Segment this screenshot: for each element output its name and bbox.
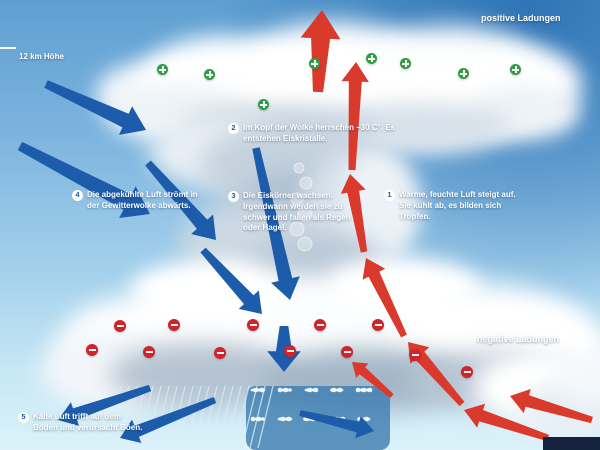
cloud-blob	[560, 350, 600, 400]
minus-icon	[247, 319, 259, 331]
plus-icon	[510, 64, 521, 75]
minus-icon	[86, 344, 98, 356]
plus-icon	[258, 99, 269, 110]
minus-icon	[341, 346, 353, 358]
cold-air-arrow	[44, 80, 146, 135]
annotation-text: Im Kopf der Wolke herrschen –30 C°. Es e…	[243, 123, 395, 143]
minus-icon	[114, 320, 126, 332]
cloud-blob	[330, 258, 480, 314]
plus-icon	[400, 58, 411, 69]
warm-air-arrow	[362, 258, 407, 338]
annotation-ice-grains: 3 Die Eiskörner wachsen. Irgendwann werd…	[228, 191, 364, 234]
cold-air-arrow	[252, 147, 300, 300]
minus-icon	[314, 319, 326, 331]
warm-air-arrow	[352, 362, 394, 398]
annotation-number: 2	[228, 123, 239, 134]
minus-icon	[409, 349, 421, 361]
annotation-text: Warme, feuchte Luft steigt auf. Sie kühl…	[399, 190, 516, 221]
warm-air-arrow	[341, 62, 369, 171]
cold-air-arrow	[200, 247, 262, 314]
plus-icon	[204, 69, 215, 80]
warm-air-arrow	[464, 403, 549, 442]
warm-air-arrow	[300, 10, 341, 93]
cold-air-arrow	[58, 384, 152, 426]
annotation-downdraft: 4 Die abgekühlte Luft strömt in der Gewi…	[72, 190, 198, 212]
minus-icon	[372, 319, 384, 331]
plus-icon	[366, 53, 377, 64]
annotation-warm-air: 1 Warme, feuchte Luft steigt auf. Sie kü…	[384, 190, 526, 222]
warm-air-arrow	[408, 342, 465, 407]
annotation-number: 5	[18, 412, 29, 423]
cold-air-arrow	[145, 160, 216, 240]
altitude-label: 12 km Höhe	[19, 52, 64, 61]
negative-charges-label: negative Ladungen	[477, 334, 560, 344]
annotation-text: Die abgekühlte Luft strömt in der Gewitt…	[87, 190, 198, 210]
minus-icon	[284, 345, 296, 357]
cold-air-arrow	[17, 141, 151, 218]
annotation-text: Die Eiskörner wachsen. Irgendwann werden…	[243, 191, 351, 233]
minus-icon	[143, 346, 155, 358]
cold-air-arrow	[299, 410, 374, 439]
annotation-number: 3	[228, 191, 239, 202]
positive-charges-label: positive Ladungen	[481, 13, 561, 23]
annotation-number: 1	[384, 190, 395, 201]
plus-icon	[309, 58, 320, 69]
minus-icon	[214, 347, 226, 359]
plus-icon	[458, 68, 469, 79]
annotation-number: 4	[72, 190, 83, 201]
annotation-gusts: 5 Kalte Luft trifft auf dem Boden und ve…	[18, 412, 148, 434]
ice-grains-illustration	[289, 162, 313, 252]
cold-air-arrow	[120, 397, 217, 443]
warm-air-arrow	[340, 174, 368, 253]
plus-icon	[157, 64, 168, 75]
annotation-cloud-top: 2 Im Kopf der Wolke herrschen –30 C°. Es…	[228, 123, 400, 145]
warm-air-arrow	[510, 389, 593, 424]
minus-icon	[461, 366, 473, 378]
credit-box	[543, 437, 600, 450]
minus-icon	[168, 319, 180, 331]
annotation-text: Kalte Luft trifft auf dem Boden und veru…	[33, 412, 143, 432]
